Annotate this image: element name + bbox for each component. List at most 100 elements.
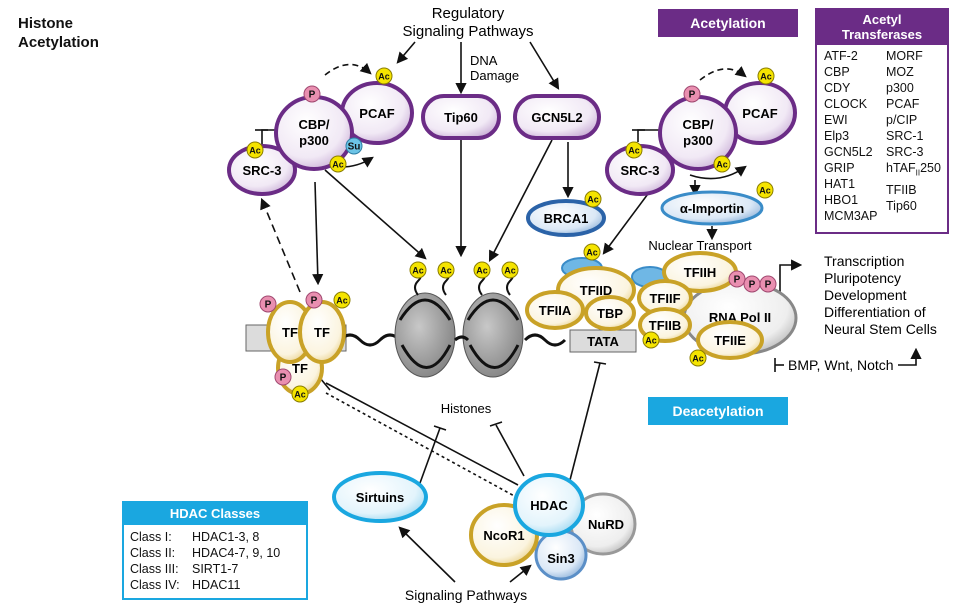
hdac-inhibition-line: [325, 382, 519, 486]
svg-text:P: P: [734, 275, 741, 286]
hdac-class-row: Class I:HDAC1-3, 8: [130, 529, 306, 545]
dashed-arrow: [324, 62, 372, 76]
ac-badge: Ac: [329, 155, 347, 173]
hdac-class-name: Class I:: [130, 530, 172, 544]
at-item: HBO1: [824, 193, 859, 207]
acetyl-transferases-col-2: MORF MOZ p300 PCAF p/CIP SRC-1 SRC-3 hTA…: [886, 48, 941, 224]
at-item: MCM3AP: [824, 209, 878, 223]
cbp-label-1: CBP/: [682, 117, 713, 132]
p-badge: P: [759, 275, 777, 293]
sin3-label: Sin3: [547, 551, 574, 566]
nuclear-transport-label: Nuclear Transport: [648, 238, 752, 253]
hdac-inhibition-dotted: [325, 392, 519, 499]
sin3-node[interactable]: Sin3: [534, 529, 588, 581]
ac-badge: Ac: [713, 155, 731, 173]
brca1-label: BRCA1: [544, 211, 589, 226]
svg-text:P: P: [749, 280, 756, 291]
p-badge: P: [303, 85, 321, 103]
arrow: [509, 564, 532, 583]
src3-label: SRC-3: [242, 163, 281, 178]
ac-badge: Ac: [756, 181, 774, 199]
svg-text:Ac: Ac: [476, 266, 488, 276]
src3-label: SRC-3: [620, 163, 659, 178]
dna-strand: [338, 333, 402, 347]
at-item: MOZ: [886, 65, 914, 79]
hdac-tata-line: [569, 362, 601, 481]
arrow: [529, 41, 560, 90]
at-item: p/CIP: [886, 113, 918, 127]
hdac-class-members: HDAC4-7, 9, 10: [192, 546, 281, 560]
acetylation-label: Acetylation: [690, 15, 766, 31]
ac-badge: Ac: [501, 261, 519, 279]
tata-label: TATA: [587, 334, 619, 349]
tf-label: TF: [292, 361, 308, 376]
tfiie-label: TFIIE: [714, 333, 746, 348]
ac-badge: Ac: [584, 190, 602, 208]
src3-node-left[interactable]: SRC-3: [227, 144, 297, 196]
bmp-arrow: [898, 347, 922, 366]
cbp-label-2: p300: [299, 133, 329, 148]
hdac-class-row: Class III:SIRT1-7: [130, 561, 306, 577]
svg-text:P: P: [765, 280, 772, 291]
hdac-inhibition-line: [495, 424, 525, 477]
src3-node-right[interactable]: SRC-3: [605, 144, 675, 196]
htaf-subscript: II: [915, 168, 921, 178]
outcome-3: Development: [824, 287, 907, 303]
tf-node-right[interactable]: TF: [298, 300, 346, 364]
hdac-classes-box: HDAC Classes Class I:HDAC1-3, 8 Class II…: [122, 501, 308, 600]
dashed-arrow: [260, 197, 301, 293]
ncor1-label: NcoR1: [483, 528, 524, 543]
dna-damage-line-1: DNA: [470, 53, 498, 68]
svg-text:Ac: Ac: [249, 146, 261, 156]
tf-label: TF: [282, 325, 298, 340]
gcn5l2-node[interactable]: GCN5L2: [513, 94, 601, 140]
tfiia-node[interactable]: TFIIA: [525, 290, 585, 330]
arrow: [312, 181, 324, 286]
acetylation-header: Acetylation: [658, 9, 798, 37]
svg-text:P: P: [309, 90, 316, 101]
at-item: Elp3: [824, 129, 850, 143]
hdac-label: HDAC: [530, 498, 568, 513]
p-badge: P: [743, 275, 761, 293]
svg-text:Ac: Ac: [294, 390, 306, 400]
tfiib-label: TFIIB: [649, 318, 682, 333]
tbp-node[interactable]: TBP: [584, 295, 636, 331]
arrow: [689, 165, 747, 180]
acetyl-transferases-title-2: Transferases: [841, 27, 923, 42]
title-line-1: Histone: [18, 15, 74, 32]
nucleosome-2: [462, 292, 524, 378]
acetyl-transferases-header: Acetyl Transferases: [817, 10, 947, 45]
dna-linker: [454, 335, 470, 342]
hdac-node[interactable]: HDAC: [513, 473, 585, 537]
sirtuins-node[interactable]: Sirtuins: [332, 471, 428, 523]
hdac-class-name: Class III:: [130, 562, 179, 576]
at-item: EWI: [824, 113, 848, 127]
tfiie-node[interactable]: TFIIE: [696, 320, 764, 360]
ac-badge: Ac: [583, 243, 601, 261]
at-item: GRIP: [824, 161, 855, 175]
hdac-classes-header: HDAC Classes: [124, 503, 306, 525]
ac-badge: Ac: [333, 291, 351, 309]
alpha-importin-node[interactable]: α-Importin: [660, 190, 764, 226]
brca1-node[interactable]: BRCA1: [526, 199, 606, 237]
svg-text:Ac: Ac: [760, 72, 772, 82]
at-item: MORF: [886, 49, 923, 63]
su-badge: Su: [345, 137, 363, 155]
arrow: [324, 169, 427, 260]
tip60-label: Tip60: [444, 110, 478, 125]
acetyl-transferases-title-1: Acetyl: [862, 12, 902, 27]
dna-strand: [523, 333, 567, 347]
cbp-label-2: p300: [683, 133, 713, 148]
at-item: CLOCK: [824, 97, 868, 111]
at-item: SRC-1: [886, 129, 924, 143]
deacetylation-header: Deacetylation: [648, 397, 788, 425]
hdac-class-name: Class IV:: [130, 578, 180, 592]
svg-text:P: P: [311, 296, 318, 307]
svg-text:P: P: [689, 90, 696, 101]
svg-text:Ac: Ac: [378, 72, 390, 82]
histones-label: Histones: [441, 401, 492, 416]
tip60-node[interactable]: Tip60: [421, 94, 501, 140]
sirtuins-label: Sirtuins: [356, 490, 404, 505]
at-item: ATF-2: [824, 49, 858, 63]
